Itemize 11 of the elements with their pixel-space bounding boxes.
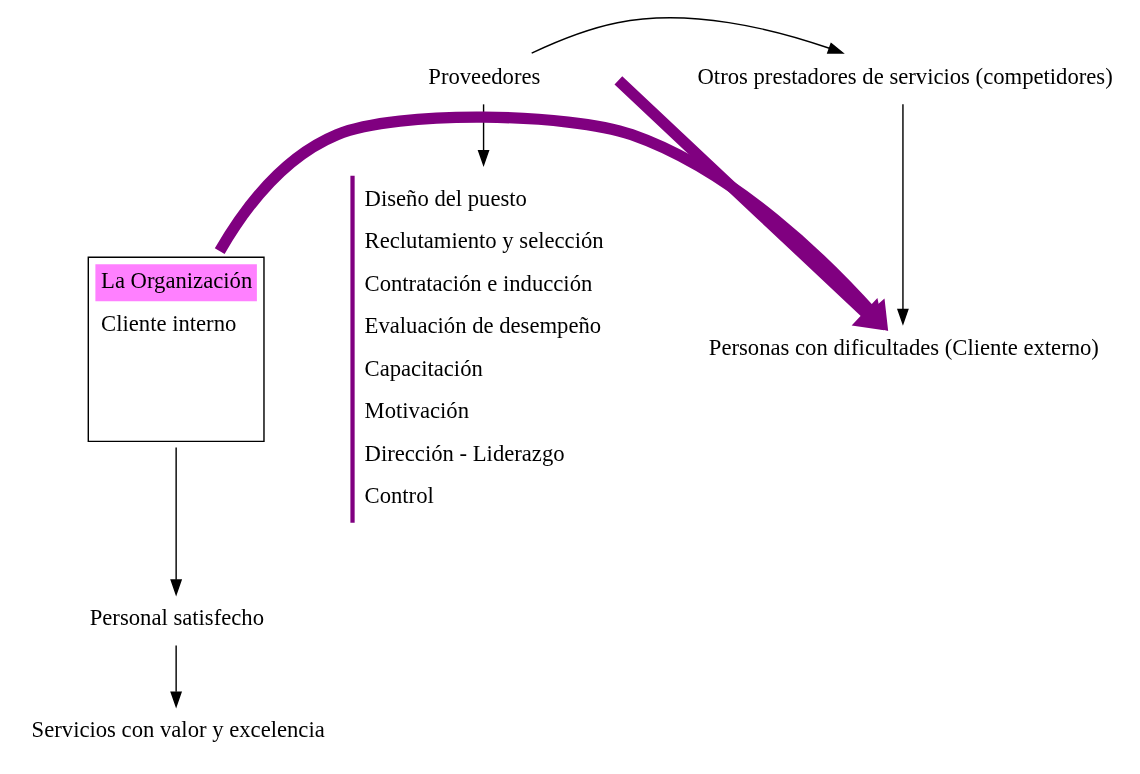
node-text: Personas con dificultades (Cliente externo) <box>708 334 1099 360</box>
node-box: La Organización Cliente interno <box>87 256 265 442</box>
node-text: Personal satisfecho <box>89 604 264 630</box>
arrow <box>170 644 183 708</box>
arrow <box>531 16 845 54</box>
arrow <box>170 446 183 596</box>
node-text: Servicios con valor y excelencia <box>31 716 325 742</box>
arrow <box>896 103 909 326</box>
node-text: Proveedores <box>428 63 541 89</box>
node-text: Diseño del puesto Reclutamiento y selección Contratación e inducción Evaluación de desempeño Capacitación Motivación Dirección - Liderazgo Control <box>364 185 604 508</box>
node-text: Otros prestadores de servicios (competidores) <box>697 63 1113 89</box>
